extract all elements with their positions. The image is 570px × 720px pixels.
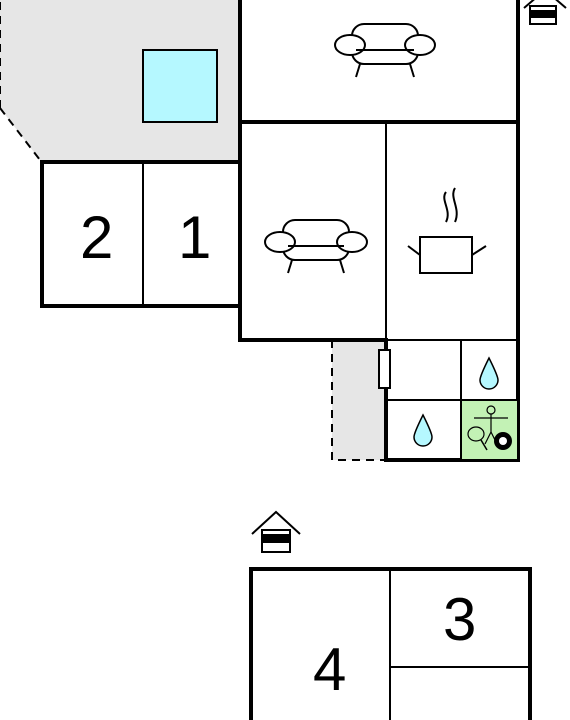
water-drop-icon: [479, 356, 499, 390]
entrance-house-icon: [523, 0, 567, 25]
sofa-icon: [334, 23, 436, 78]
main-building-walls: [40, 0, 520, 462]
games-room-icon: [462, 401, 517, 459]
side-terrace: [331, 340, 384, 461]
pool-icon: [142, 49, 218, 123]
sofa-icon: [264, 219, 368, 274]
room-4-number: 4: [313, 636, 346, 703]
kitchen-pot-icon: [407, 187, 487, 274]
room-2-number: 2: [80, 204, 113, 271]
water-drop-icon: [413, 413, 433, 447]
entrance-house-icon: [251, 510, 301, 553]
room-3-number: 3: [443, 586, 476, 653]
lower-building-walls: [249, 567, 532, 720]
room-1-number: 1: [178, 204, 211, 271]
